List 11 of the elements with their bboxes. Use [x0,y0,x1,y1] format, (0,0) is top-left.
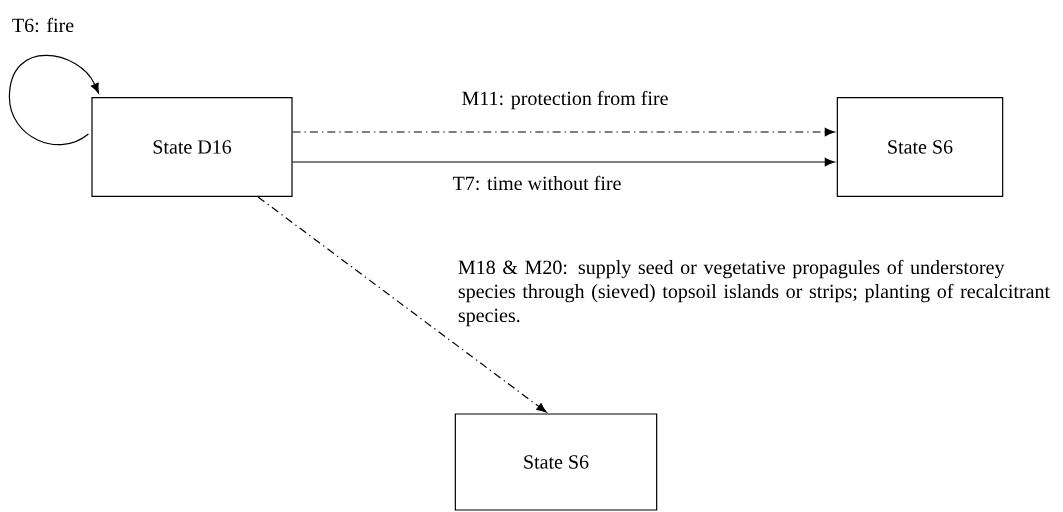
arrow [292,157,835,167]
arrow [257,196,547,413]
state-box: State S6 [836,97,1004,197]
state-box: State S6 [454,413,658,511]
edge-label: M11: protection from fire [460,89,670,111]
edge-label: T6: fire [10,16,76,34]
edge-label: T7: time without fire [451,174,623,192]
state-box: State D16 [91,97,293,197]
arrow [292,127,835,137]
edge-label: M18 & M20: supply seed or vegetative propagules of understorey species through (sieved) topsoil islands or strips; planting of recalcitrant species. [456,258,1060,328]
arrow [8,54,100,146]
